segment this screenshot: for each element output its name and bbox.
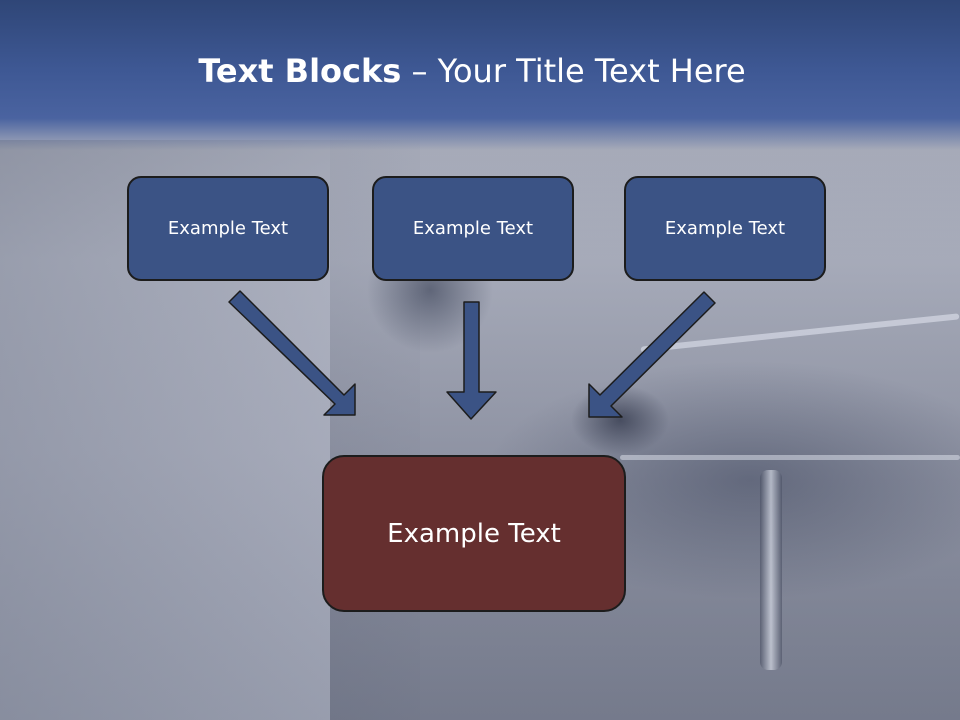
text-block-3-label: Example Text — [664, 218, 786, 239]
text-block-3[interactable]: Example Text — [624, 176, 826, 281]
title-separator: – — [401, 52, 438, 90]
text-block-2[interactable]: Example Text — [372, 176, 574, 281]
title-bold-part: Text Blocks — [198, 52, 402, 90]
slide-title: Text Blocks – Your Title Text Here — [0, 52, 944, 90]
text-block-1[interactable]: Example Text — [127, 176, 329, 281]
title-rest: Your Title Text Here — [437, 52, 746, 90]
text-block-main[interactable]: Example Text — [322, 455, 626, 612]
background-bumper-guard — [760, 470, 782, 670]
text-block-1-label: Example Text — [167, 218, 289, 239]
text-block-2-label: Example Text — [412, 218, 534, 239]
text-block-main-label: Example Text — [387, 518, 561, 549]
background-chrome-trim — [620, 455, 960, 460]
